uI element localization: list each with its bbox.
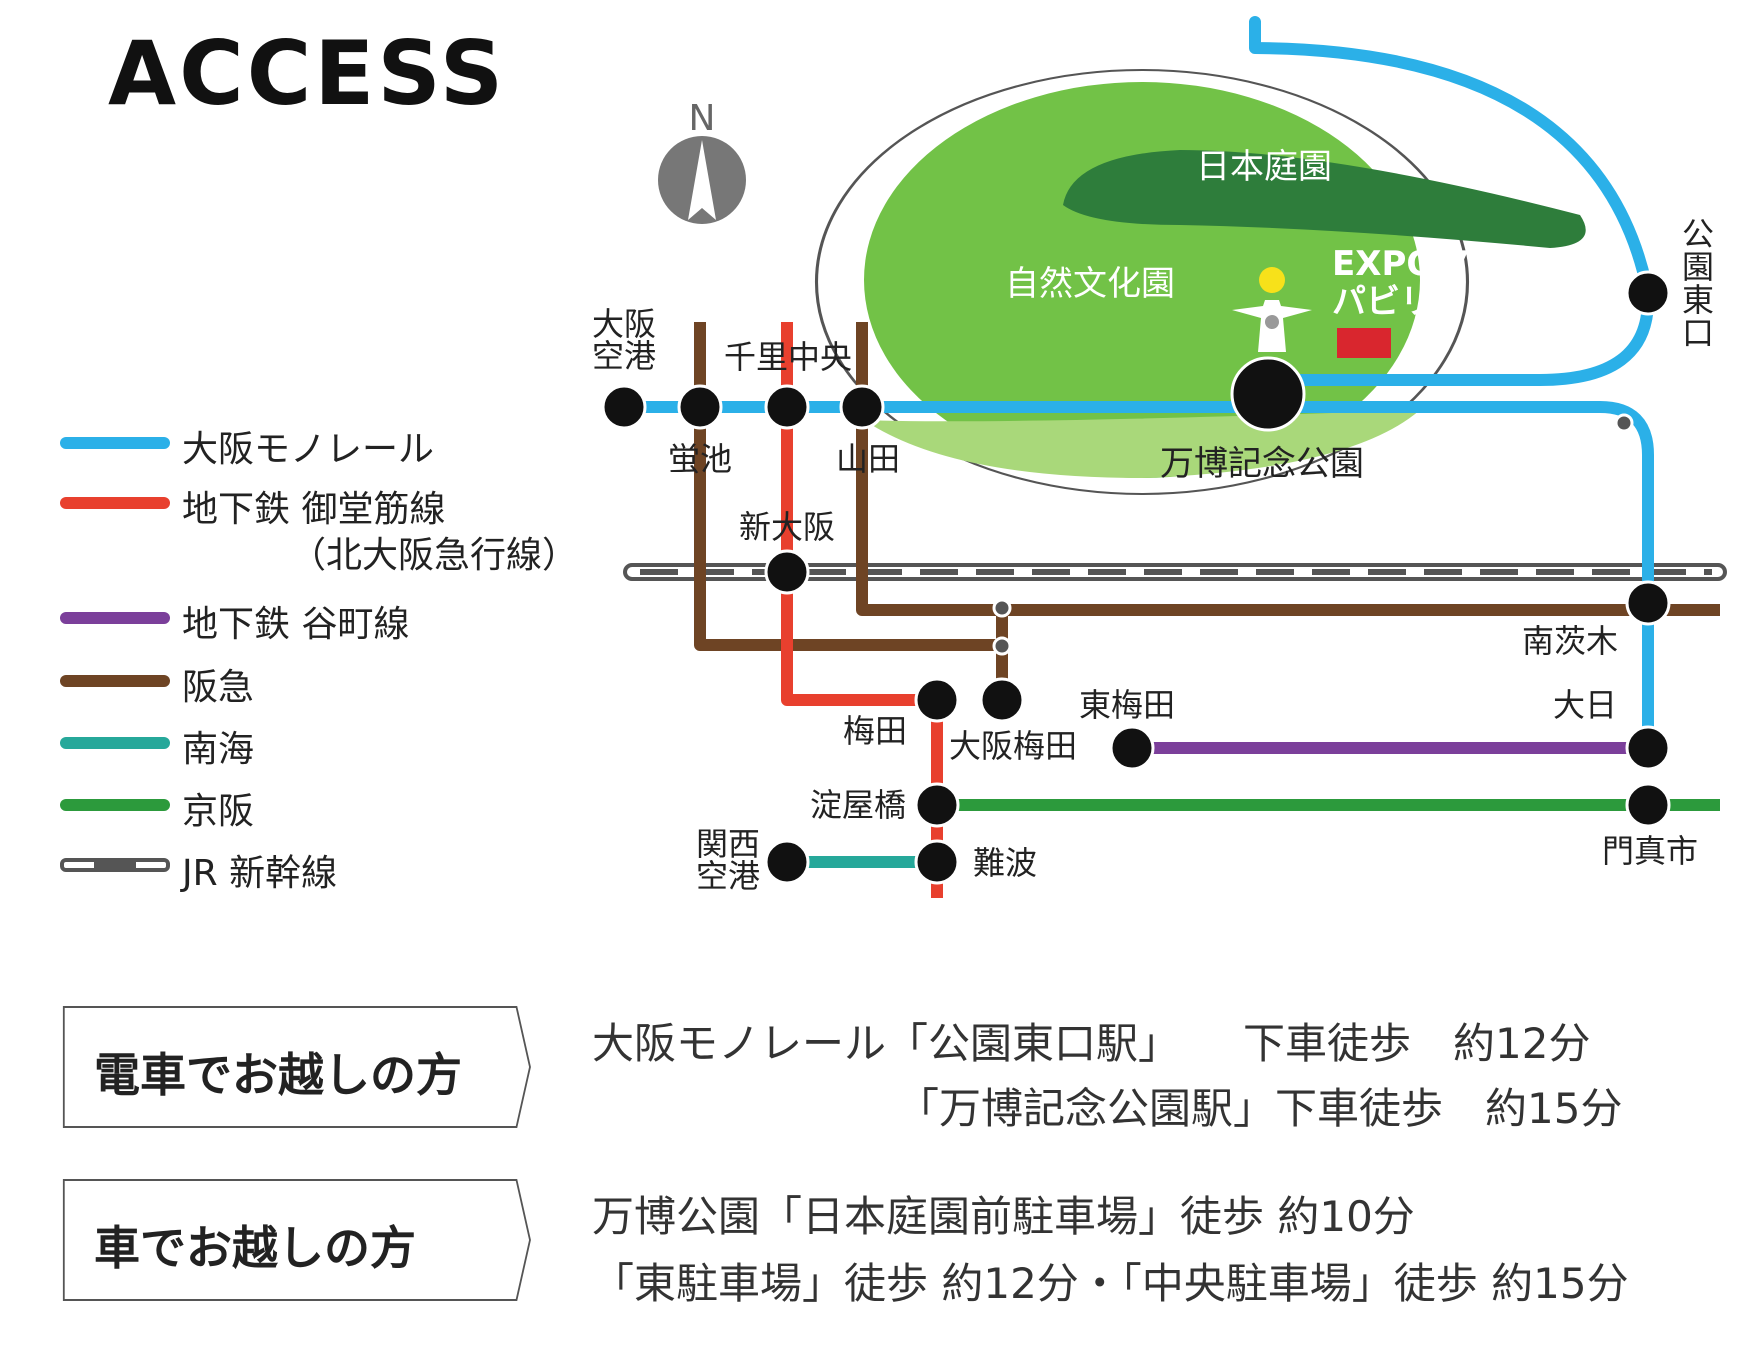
label-nature-park: 自然文化園 [1005,264,1175,304]
train-access-box: 電車でお越しの方 [62,1005,531,1128]
car-access-box: 車でお越しの方 [62,1178,531,1301]
legend-swatch [60,612,170,624]
station-kansai-airport [764,839,810,885]
station-yodoyabashi [914,782,960,828]
legend-item-jr: JR 新幹線 [60,844,580,894]
label-umeda: 梅田 [843,712,907,750]
station-namba [914,839,960,885]
label-kansai-airport: 関西空港 [696,825,760,895]
station-koen-higashiguchi [1625,270,1671,316]
label-yodoyabashi: 淀屋橋 [810,786,906,824]
label-hotarugaike: 蛍池 [668,440,732,478]
legend-item-hankyu: 阪急 [60,658,580,708]
legend-sublabel: （北大阪急行線） [290,535,579,576]
line-jr-shinkansen [623,563,1727,581]
label-senri-chuo: 千里中央 [724,338,852,376]
label-japanese-garden: 日本庭園 [1196,147,1332,187]
label-minami-ibaraki: 南茨木 [1522,622,1618,660]
legend-swatch [60,799,170,811]
legend-label: 大阪モノレール [182,429,435,470]
station-shin-osaka [764,549,810,595]
label-namba: 難波 [973,844,1037,882]
legend-label: 地下鉄 御堂筋線 [182,489,446,530]
car-access-line2: 「東駐車場」徒歩 約12分・「中央駐車場」徒歩 約15分 [592,1259,1629,1308]
station-umeda [914,677,960,723]
car-access-label: 車でお越しの方 [94,1221,416,1275]
legend-swatch [60,675,170,687]
compass-north-label: N [689,98,716,139]
train-access-label: 電車でお越しの方 [94,1048,462,1102]
station-bampaku [1230,356,1306,432]
tower-sun-icon [1259,267,1285,293]
legend-swatch [60,737,170,749]
legend-label: 阪急 [182,667,255,708]
compass-icon: N [658,98,746,224]
station-osaka-umeda [979,677,1025,723]
legend-item-midosuji: 地下鉄 御堂筋線 （北大阪急行線） [60,480,580,576]
label-dainichi: 大日 [1553,686,1617,724]
label-higashi-umeda: 東梅田 [1079,686,1175,724]
legend-swatch [60,497,170,509]
station-osaka-airport [601,384,647,430]
station-dainichi [1625,725,1671,771]
line-osaka-monorail [618,16,1654,754]
legend-label: 地下鉄 谷町線 [182,604,410,645]
station-minami-ibaraki [1625,580,1671,626]
station-senri-chuo [764,384,810,430]
legend-item-nankai: 南海 [60,720,580,770]
station-hotarugaike [677,384,723,430]
car-access-line1: 万博公園「日本庭園前駐車場」徒歩 約10分 [592,1192,1415,1241]
legend-item-keihan: 京阪 [60,782,580,832]
transfer-dots [992,413,1634,656]
legend-item-tanimachi: 地下鉄 谷町線 [60,595,580,645]
japanese-garden-area [1063,150,1586,248]
label-osaka-umeda: 大阪梅田 [949,727,1077,765]
label-osaka-airport: 大阪空港 [592,305,656,375]
train-access-line1: 大阪モノレール「公園東口駅」 下車徒歩 約12分 [592,1019,1591,1068]
train-access-line2: 「万博記念公園駅」下車徒歩 約15分 [897,1084,1623,1133]
pavilion-marker [1337,328,1391,358]
label-koen-higashiguchi: 公園東口 [1682,215,1714,352]
legend-item-monorail: 大阪モノレール [60,420,580,470]
station-higashi-umeda [1109,725,1155,771]
legend-label: 南海 [182,729,255,770]
station-yamada [839,384,885,430]
label-shin-osaka: 新大阪 [739,508,835,546]
legend-swatch [60,437,170,449]
legend-swatch-jr [60,858,170,872]
label-bampaku: 万博記念公園 [1160,444,1364,484]
page-title: ACCESS [108,22,507,125]
stations [601,270,1671,885]
label-kadoma: 門真市 [1602,832,1698,870]
legend-label: 京阪 [182,791,255,832]
label-yamada: 山田 [836,440,900,478]
station-kadoma [1625,782,1671,828]
legend-label: JR 新幹線 [182,853,338,894]
